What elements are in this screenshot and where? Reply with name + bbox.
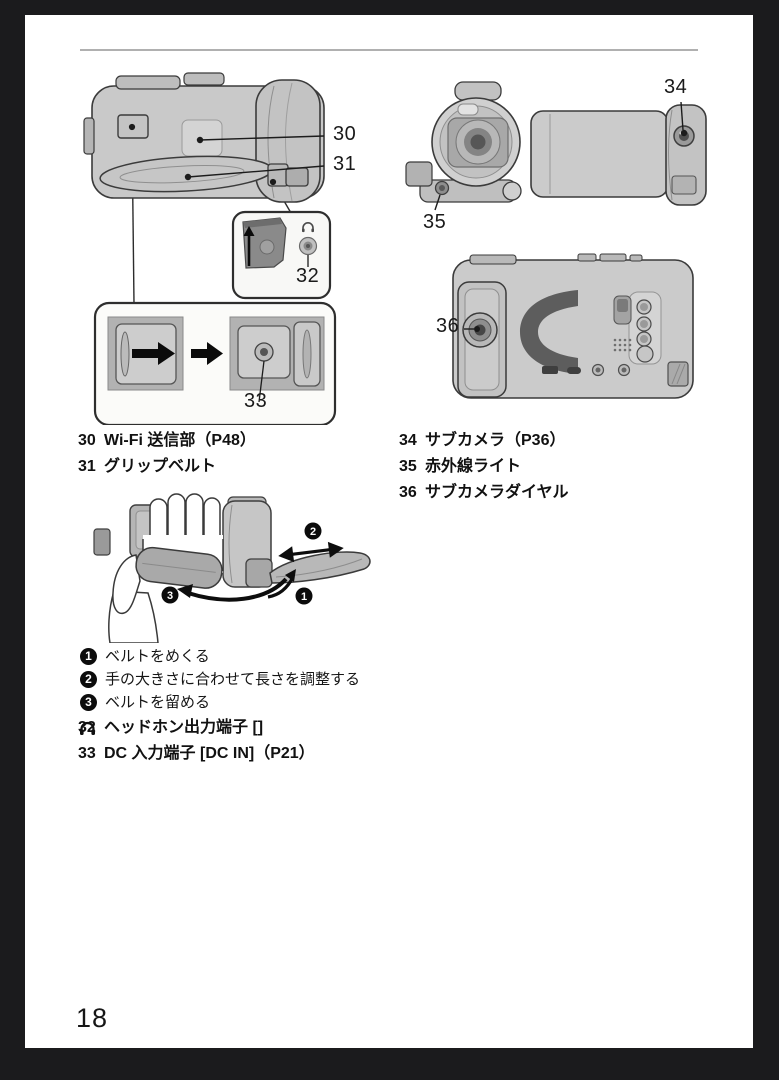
- callout-33: 33: [244, 390, 268, 412]
- parts-list-left: 30 Wi-Fi 送信部（P48） 31 グリップベルト: [78, 428, 256, 480]
- lens-assembly: [405, 81, 522, 203]
- part-number: 30: [78, 432, 96, 449]
- leader-31: [184, 165, 325, 181]
- inset-dc-in-terminal: [93, 301, 337, 425]
- step-marker-3: 3: [161, 586, 179, 604]
- part-number: 34: [399, 432, 417, 449]
- focus-knob: [502, 181, 522, 201]
- terminal-label-32: 32 ヘッドホン出力端子 [ ]: [78, 715, 315, 741]
- belt-clip: [667, 361, 689, 387]
- parts-list-right: 34 サブカメラ（P36） 35 赤外線ライト 36 サブカメラダイヤル: [399, 428, 569, 506]
- strap-lug: [405, 161, 433, 187]
- right-arrow-icon: [132, 342, 175, 365]
- part-text: DC 入力端子 [DC IN]（P21）: [104, 745, 315, 762]
- belt-steps-list: 1 ベルトをめくる 2 手の大きさに合わせて長さを調整する 3 ベルトを留める: [80, 645, 360, 714]
- top-rule: [80, 49, 698, 51]
- hand: [108, 493, 224, 643]
- double-headed-arrow-icon: [278, 541, 344, 563]
- belt-step-2: 2 手の大きさに合わせて長さを調整する: [80, 668, 360, 691]
- part-number: 33: [78, 745, 96, 762]
- part-number: 31: [78, 458, 96, 475]
- cover-closed-panel: [107, 316, 184, 391]
- svg-text:2: 2: [310, 526, 316, 538]
- svg-text:3: 3: [167, 590, 173, 602]
- part-text: 赤外線ライト: [425, 458, 522, 475]
- speaker-grille: [613, 338, 632, 352]
- part-text: グリップベルト: [104, 458, 217, 475]
- control-buttons: [613, 291, 662, 365]
- side-view-diagram: [83, 72, 337, 425]
- part-label-36: 36 サブカメラダイヤル: [399, 480, 569, 506]
- bottom-ports: [542, 363, 631, 377]
- callout-30: 30: [333, 123, 357, 145]
- terminals-list: 32 ヘッドホン出力端子 [ ] 33 DC 入力端子 [DC IN]（P21）: [78, 715, 315, 767]
- callout-32: 32: [296, 265, 320, 287]
- terminal-label-33: 33 DC 入力端子 [DC IN]（P21）: [78, 741, 315, 767]
- belt-step-1: 1 ベルトをめくる: [80, 645, 360, 668]
- lcd-hinge-band: [520, 290, 578, 374]
- leader-30: [196, 135, 325, 144]
- part-label-35: 35 赤外線ライト: [399, 454, 569, 480]
- part-label-31: 31 グリップベルト: [78, 454, 256, 480]
- inset-headphone-terminal: [231, 210, 332, 300]
- callout-36: 36: [436, 315, 460, 337]
- headphone-icon: [302, 222, 314, 233]
- rear-view-diagram: [452, 253, 694, 399]
- step-1-badge: 1: [80, 648, 97, 665]
- part-label-30: 30 Wi-Fi 送信部（P48）: [78, 428, 256, 454]
- sub-camera-dial: [462, 312, 498, 348]
- callout-35: 35: [423, 211, 447, 233]
- svg-text:1: 1: [301, 591, 307, 603]
- headphone-jack: [298, 236, 318, 256]
- callout-31: 31: [333, 153, 357, 175]
- infrared-light: [434, 180, 450, 211]
- step-3-text: ベルトを留める: [105, 694, 211, 711]
- step-marker-2: 2: [304, 522, 322, 540]
- manual-page: 2 1 3 30 31 32 33 34 35 36 30 Wi-Fi 送信部（…: [25, 15, 753, 1048]
- step-2-badge: 2: [80, 671, 97, 688]
- part-text: Wi-Fi 送信部（P48）: [104, 432, 256, 449]
- part-text: ヘッドホン出力端子 [: [104, 719, 258, 736]
- step-marker-1: 1: [295, 587, 313, 605]
- part-label-34: 34 サブカメラ（P36）: [399, 428, 569, 454]
- thumb: [112, 554, 141, 615]
- grip-belt-pad: [135, 546, 223, 589]
- small-curved-arrow-icon: [267, 569, 296, 599]
- step-1-text: ベルトをめくる: [105, 648, 210, 665]
- page-number: 18: [76, 1003, 109, 1033]
- part-text: サブカメラダイヤル: [425, 484, 569, 501]
- callout-34: 34: [664, 76, 688, 98]
- part-text: サブカメラ（P36）: [425, 432, 566, 449]
- strap-lug: [83, 117, 95, 155]
- up-arrow-icon: [243, 226, 255, 266]
- next-arrow-icon: [191, 342, 223, 365]
- dc-in-jack: [254, 342, 274, 362]
- curved-arrow-icon: [177, 577, 288, 602]
- leader-36: [464, 326, 480, 332]
- camcorder-front-body: [530, 104, 707, 206]
- record-button: [636, 345, 654, 363]
- cover-open-panel: [229, 316, 325, 403]
- part-number: 36: [399, 484, 417, 501]
- grip-belt-diagram: 2 1 3: [93, 493, 371, 643]
- step-2-text: 手の大きさに合わせて長さを調整する: [105, 671, 361, 688]
- step-3-badge: 3: [80, 694, 97, 711]
- part-text: ]: [257, 719, 264, 736]
- leader-34: [680, 101, 688, 137]
- part-number: 35: [399, 458, 417, 475]
- headphone-icon: [80, 721, 95, 735]
- belt-buckle: [245, 558, 273, 588]
- belt-step-3: 3 ベルトを留める: [80, 691, 360, 714]
- flash: [457, 103, 479, 116]
- accessory-shoe: [115, 75, 181, 90]
- front-view-diagram: [405, 81, 707, 211]
